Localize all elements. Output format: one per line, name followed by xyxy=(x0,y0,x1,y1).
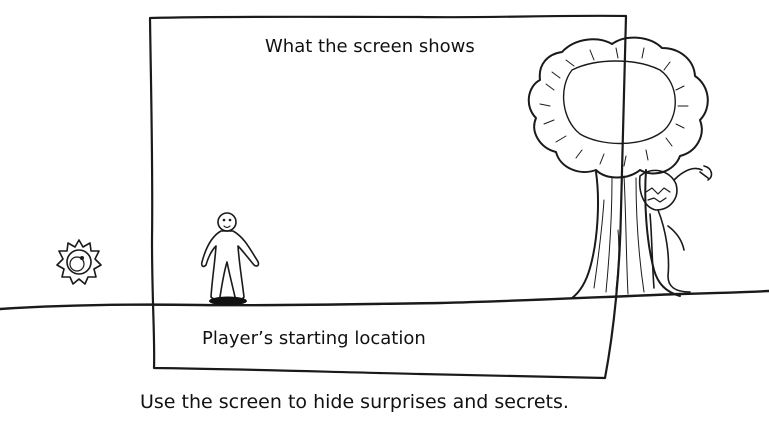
tree xyxy=(527,36,709,299)
caption: Use the screen to hide surprises and sec… xyxy=(140,391,569,413)
ground-line xyxy=(0,289,769,311)
sun-icon xyxy=(56,239,102,285)
player-figure xyxy=(200,212,260,306)
screen-label: What the screen shows xyxy=(265,36,475,57)
lurking-enemy xyxy=(638,165,713,293)
start-location-label: Player’s starting location xyxy=(202,328,426,349)
screen-frame xyxy=(148,14,628,380)
